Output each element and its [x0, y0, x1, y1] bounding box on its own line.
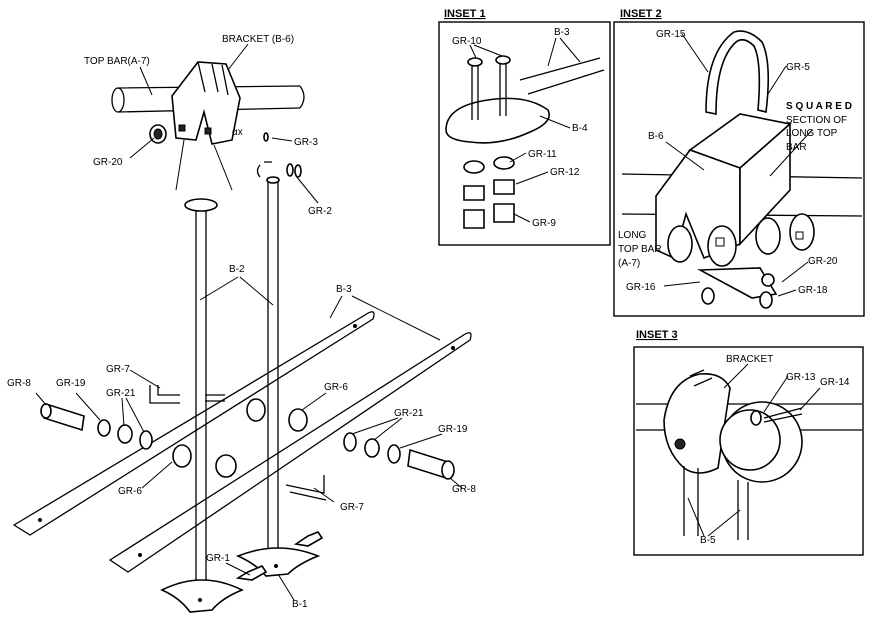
label-gr6-left: GR-6 [118, 486, 142, 497]
inset3-gr13: GR-13 [786, 372, 816, 383]
gr7-bolts-part [149, 385, 327, 501]
inset1-gr10: GR-10 [452, 36, 482, 47]
inset3-b5: B-5 [700, 535, 716, 546]
label-gr6-right: GR-6 [324, 382, 348, 393]
label-gr19-left: GR-19 [56, 378, 86, 389]
label-gr19-right: GR-19 [438, 424, 468, 435]
label-gr8-left: GR-8 [7, 378, 31, 389]
inset2-squared-4: BAR [786, 142, 807, 153]
inset2-gr18: GR-18 [798, 285, 828, 296]
inset2-gr5: GR-5 [786, 62, 810, 73]
label-b1: B-1 [292, 599, 308, 610]
label-gr2: GR-2 [308, 206, 332, 217]
b2-posts-part [175, 139, 280, 580]
inset2-gr16: GR-16 [626, 282, 656, 293]
b1-feet-part [160, 531, 324, 613]
inset2-b6: B-6 [648, 131, 664, 142]
inset-2: INSET 2 GR-15 GR-5 S Q U A R E D SECTION… [613, 8, 865, 317]
label-bracket-b6: BRACKET (B-6) [222, 34, 294, 45]
inset2-squared-1: S Q U A R E D [786, 101, 852, 112]
inset-3: INSET 3 BRACKET GR-13 GR-14 B-5 [633, 329, 864, 556]
main-labels: TOP BAR(A-7) BRACKET (B-6) GR-20 GR-3 GR… [7, 34, 476, 610]
inset3-frame [633, 346, 864, 556]
b3-runners-part [12, 311, 472, 573]
inset3-bracket: BRACKET [726, 354, 773, 365]
inset2-gr15: GR-15 [656, 29, 686, 40]
bracket-b6-part [171, 61, 241, 145]
inset2-squared-3: LONG TOP [786, 128, 838, 139]
inset1-gr12: GR-12 [550, 167, 580, 178]
label-gr7-right: GR-7 [340, 502, 364, 513]
inset3-title: INSET 3 [636, 329, 678, 341]
label-gr3: GR-3 [294, 137, 318, 148]
inset2-long-1: LONG [618, 230, 647, 241]
inset1-title: INSET 1 [444, 8, 486, 20]
inset2-squared-2: SECTION OF [786, 115, 847, 126]
label-gr20: GR-20 [93, 157, 123, 168]
inset2-title: INSET 2 [620, 8, 662, 20]
main-assembly: αx [12, 43, 472, 613]
label-b3: B-3 [336, 284, 352, 295]
inset2-long-3: (A-7) [618, 258, 640, 269]
inset2-frame [613, 21, 865, 317]
inset1-gr11: GR-11 [528, 149, 557, 160]
label-gr7-left: GR-7 [106, 364, 130, 375]
inset1-frame [438, 21, 611, 246]
inset3-gr14: GR-14 [820, 377, 850, 388]
label-gr21-right: GR-21 [394, 408, 424, 419]
label-b2: B-2 [229, 264, 245, 275]
inset2-long-2: TOP BAR [618, 244, 662, 255]
label-top-bar: TOP BAR(A-7) [84, 56, 150, 67]
gr-small-mark: αx [232, 127, 243, 138]
inset2-gr20: GR-20 [808, 256, 838, 267]
gr3-gr2-parts [256, 132, 302, 178]
label-gr1: GR-1 [206, 553, 230, 564]
inset1-gr9: GR-9 [532, 218, 556, 229]
inset1-b3: B-3 [554, 27, 570, 38]
label-gr8-right: GR-8 [452, 484, 476, 495]
inset1-b4: B-4 [572, 123, 588, 134]
main-leaders [35, 43, 463, 601]
left-spacer-stack [40, 402, 237, 478]
label-gr21-left: GR-21 [106, 388, 136, 399]
gr20-nut-part [149, 124, 167, 144]
right-spacer-stack [246, 398, 455, 480]
inset-1: INSET 1 GR-10 B-3 B-4 GR-11 GR-12 GR-9 [438, 8, 611, 246]
